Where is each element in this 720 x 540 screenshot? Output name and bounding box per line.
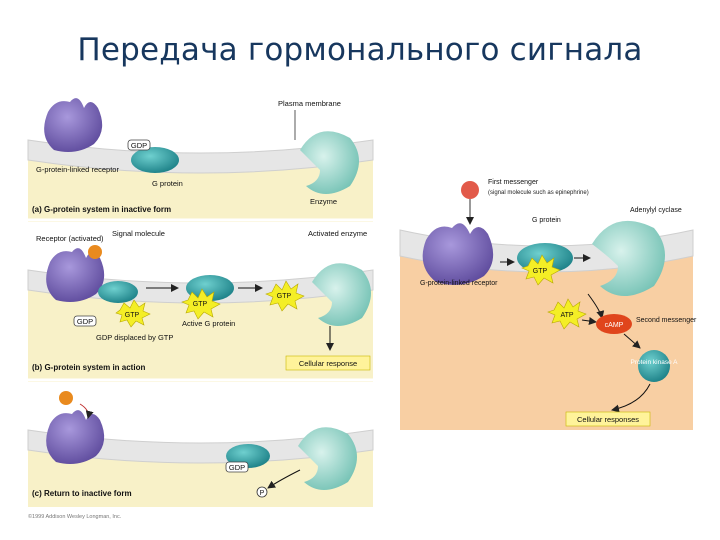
receptor-label: G-protein-linked receptor	[36, 165, 119, 174]
right-figure: GTP ATP cAMP Protein kinase A Cellular r…	[399, 174, 697, 430]
second-messenger-label: Second messenger	[636, 317, 697, 324]
adenylyl-cyclase-shape	[592, 220, 665, 296]
left-figure: GDP Plasma membrane G-protein-linked rec…	[27, 95, 374, 520]
gdp-label-c: GDP	[229, 463, 245, 472]
active-g-protein-label: Active G protein	[182, 319, 235, 328]
first-messenger-note: (signal molecule such as epinephrine)	[488, 190, 589, 196]
g-protein-label: G protein	[152, 179, 183, 188]
receptor-activated-label: Receptor (activated)	[36, 234, 104, 243]
gtp-burst-b3	[265, 280, 305, 312]
gtp-label-b2: GTP	[193, 301, 208, 308]
activated-enzyme-shape	[312, 263, 371, 326]
enzyme-shape	[300, 131, 359, 194]
extracellular-space	[28, 95, 373, 153]
cellular-response-box	[285, 355, 371, 371]
enzyme-shape-c	[298, 427, 357, 490]
gtp-burst-b2	[181, 288, 221, 320]
right-g-protein-label: G protein	[532, 217, 561, 224]
gdp-label-b: GDP	[77, 317, 93, 326]
gdp-tag-c: GDP	[225, 461, 249, 473]
panel-a-caption: (a) G-protein system in inactive form	[32, 205, 171, 214]
adenylyl-cyclase-label: Adenylyl cyclase	[630, 207, 682, 214]
gdp-tag-b: GDP	[73, 315, 97, 327]
phosphate-label: P	[260, 490, 265, 497]
extracellular-space-b	[28, 222, 373, 283]
protein-kinase-label: Protein kinase A	[631, 359, 679, 366]
protein-kinase-shape	[638, 350, 670, 382]
phosphate-shape	[256, 486, 268, 498]
cellular-responses-box	[565, 411, 651, 427]
activated-receptor-shape	[46, 248, 105, 302]
gtp-label-b3: GTP	[277, 293, 292, 300]
right-receptor-shape	[422, 223, 494, 285]
gdp-displaced-label: GDP displaced by GTP	[96, 333, 173, 342]
extracellular-space-c	[28, 382, 373, 443]
plasma-membrane-c	[27, 429, 374, 464]
g-protein-b2	[186, 275, 234, 301]
enzyme-label: Enzyme	[310, 197, 337, 206]
receptor-shape-c	[46, 410, 105, 464]
signal-molecule-label: Signal molecule	[112, 229, 165, 238]
signal-molecule-shape	[88, 245, 102, 259]
gtp-burst-b1	[115, 299, 151, 328]
receptor-shape	[44, 98, 103, 152]
g-protein-b1	[98, 281, 138, 303]
atp-burst	[547, 298, 587, 330]
activated-enzyme-label: Activated enzyme	[308, 229, 367, 238]
right-receptor-label: G-protein-linked receptor	[420, 280, 498, 287]
gdp-label: GDP	[131, 141, 147, 150]
gdp-tag-a: GDP	[127, 139, 151, 151]
gtp-label-b1: GTP	[125, 312, 140, 319]
plasma-membrane-label: Plasma membrane	[278, 99, 341, 108]
g-protein-shape	[131, 147, 179, 173]
panel-a: GDP Plasma membrane G-protein-linked rec…	[27, 95, 374, 222]
camp-shape	[596, 314, 632, 334]
panel-b-caption: (b) G-protein system in action	[32, 363, 145, 372]
first-messenger-shape	[461, 181, 479, 199]
camp-label: cAMP	[605, 322, 624, 329]
cellular-response-label: Cellular response	[299, 359, 357, 368]
copyright-text: ©1999 Addison Wesley Longman, Inc.	[28, 513, 122, 520]
atp-label: ATP	[560, 312, 573, 319]
panel-c-caption: (c) Return to inactive form	[32, 489, 132, 498]
cellular-responses-label: Cellular responses	[577, 415, 639, 424]
right-gtp-label: GTP	[533, 268, 548, 275]
right-gtp-burst	[521, 254, 561, 286]
slide-title: Передача гормонального сигнала	[77, 32, 643, 68]
released-signal-shape	[59, 391, 73, 405]
panel-c: GDP P (c) Return to inactive form ©1999 …	[27, 382, 374, 520]
first-messenger-label: First messenger	[488, 179, 539, 186]
panel-b: GTP GTP GTP GDP Receptor (activated) Sig…	[27, 222, 374, 382]
